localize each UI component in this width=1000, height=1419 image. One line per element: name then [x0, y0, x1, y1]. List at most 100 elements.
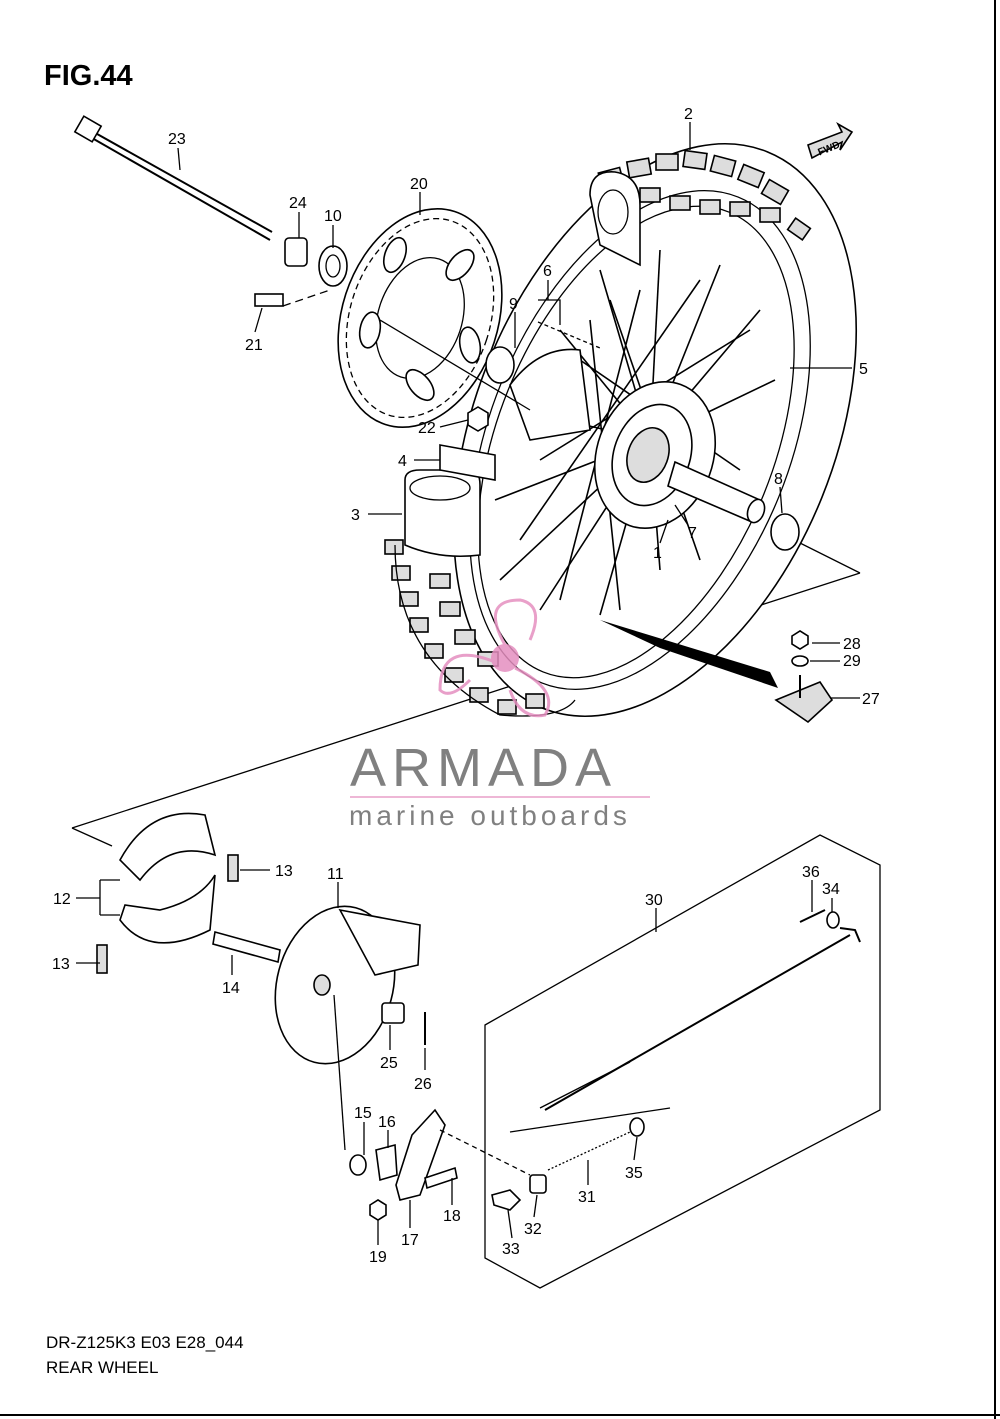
- watermark-tagline: marine outboards: [349, 800, 631, 831]
- brake-adjust-nut: [491, 1189, 522, 1211]
- callout-4: 4: [398, 453, 407, 470]
- o-ring: [349, 1154, 367, 1176]
- callout-33: 33: [502, 1241, 520, 1258]
- model-code: DR-Z125K3 E03 E28_044: [46, 1333, 244, 1352]
- watermark-name: ARMADA: [350, 738, 617, 798]
- group-boundary-line: [799, 542, 861, 574]
- tire-cross-section-inner: [597, 189, 629, 235]
- brake-cam-lever: [395, 1108, 446, 1201]
- callout-10: 10: [324, 208, 342, 225]
- brake-rod-group-box: [484, 834, 881, 1289]
- callout-7: 7: [688, 525, 697, 542]
- brake-rod-spring: [547, 1131, 631, 1171]
- callout-26: 26: [414, 1076, 432, 1093]
- callout-34: 34: [822, 881, 840, 898]
- cam-lever-bolt: [424, 1166, 458, 1190]
- frame-border-right: [994, 0, 996, 1419]
- stud-guide: [537, 321, 601, 349]
- callout-19: 19: [369, 1249, 387, 1266]
- lever-to-rod-guide: [439, 1129, 531, 1176]
- rim-lock-nut: [791, 630, 809, 650]
- callout-21: 21: [245, 337, 263, 354]
- hub-drum-plate: [509, 348, 591, 441]
- leader-arrow-balance-weight: [600, 620, 778, 688]
- rear-axle-shaft-lower: [91, 137, 271, 241]
- group-boundary-line: [71, 827, 113, 847]
- hub-bearing-left: [485, 346, 515, 384]
- callout-20: 20: [410, 176, 428, 193]
- rear-axle-shaft: [89, 129, 273, 233]
- brake-rod-joint: [529, 1174, 547, 1194]
- callout-leaders: [76, 122, 860, 1245]
- watermark-logo-icon: [438, 598, 551, 718]
- brake-shoe-upper: [119, 812, 217, 882]
- callout-8: 8: [774, 471, 783, 488]
- sprocket-to-hub-line: [379, 319, 531, 411]
- brake-panel-cam-hole: [313, 974, 331, 996]
- callout-32: 32: [524, 1221, 542, 1238]
- rod-group-inner-line: [509, 1107, 671, 1133]
- rim-band: [439, 444, 496, 481]
- brake-shoe-spring-upper: [227, 854, 239, 882]
- callout-12: 12: [53, 891, 71, 908]
- callout-13-upper: 13: [275, 863, 293, 880]
- callout-16: 16: [378, 1114, 396, 1131]
- callout-1: 1: [653, 545, 662, 562]
- wheel-spokes: [494, 249, 776, 616]
- sprocket-bolt-guide: [282, 289, 331, 307]
- callout-36: 36: [802, 864, 820, 881]
- rear-axle-head: [73, 115, 103, 143]
- wheel-hub-bore: [626, 427, 670, 483]
- rod-cotter-pin: [799, 909, 826, 923]
- sprocket-bolt: [254, 293, 284, 307]
- callout-11: 11: [327, 866, 344, 883]
- sprocket-teeth: [345, 217, 495, 419]
- brake-rod: [544, 934, 851, 1111]
- callout-25: 25: [380, 1055, 398, 1072]
- callout-5: 5: [859, 361, 868, 378]
- rim-lock: [774, 681, 834, 724]
- callout-13-lower: 13: [52, 956, 70, 973]
- callout-15: 15: [354, 1105, 372, 1122]
- brake-panel-arm: [338, 908, 421, 976]
- brake-rod-bend: [839, 927, 861, 943]
- callout-3: 3: [351, 507, 360, 524]
- rim-lock-washer: [791, 655, 809, 667]
- callout-17: 17: [401, 1232, 419, 1249]
- tire-lower-outline: [394, 544, 576, 717]
- rim-outer: [469, 190, 811, 690]
- tire-tube-cross-section: [404, 469, 481, 558]
- callout-35: 35: [625, 1165, 643, 1182]
- callout-23: 23: [168, 131, 186, 148]
- brake-rod-thread: [539, 1061, 631, 1109]
- callout-bracket-6: [538, 299, 561, 325]
- rim-inner: [477, 205, 795, 679]
- watermark: ARMADA marine outboards: [349, 598, 650, 831]
- sprocket-lightening-holes: [358, 236, 482, 402]
- sprocket-inner: [375, 256, 465, 380]
- rod-spring-washer: [629, 1117, 645, 1137]
- figure-title: FIG.44: [44, 60, 133, 92]
- callout-2: 2: [684, 106, 693, 123]
- callout-29: 29: [843, 653, 861, 670]
- sprocket-nut: [467, 406, 489, 432]
- brake-cam-shaft: [212, 930, 281, 964]
- brake-shoe-spring-lower: [96, 944, 108, 974]
- tire-tube-opening: [409, 475, 471, 501]
- axle-spacer: [284, 237, 308, 267]
- brake-shoe-lower: [119, 874, 216, 944]
- oil-seal-bore: [325, 254, 341, 278]
- callout-18: 18: [443, 1208, 461, 1225]
- hub-bearing-right: [770, 513, 800, 551]
- callout-28: 28: [843, 636, 861, 653]
- frame-border-bottom: [0, 1414, 1000, 1416]
- callout-22: 22: [418, 420, 436, 437]
- callout-24: 24: [289, 195, 307, 212]
- callout-30: 30: [645, 892, 663, 909]
- wear-indicator-plate: [375, 1143, 398, 1182]
- hub-spacer-end: [746, 498, 766, 524]
- oil-seal: [318, 245, 348, 287]
- callout-27: 27: [862, 691, 880, 708]
- callout-31: 31: [578, 1189, 596, 1206]
- callout-9: 9: [509, 296, 518, 313]
